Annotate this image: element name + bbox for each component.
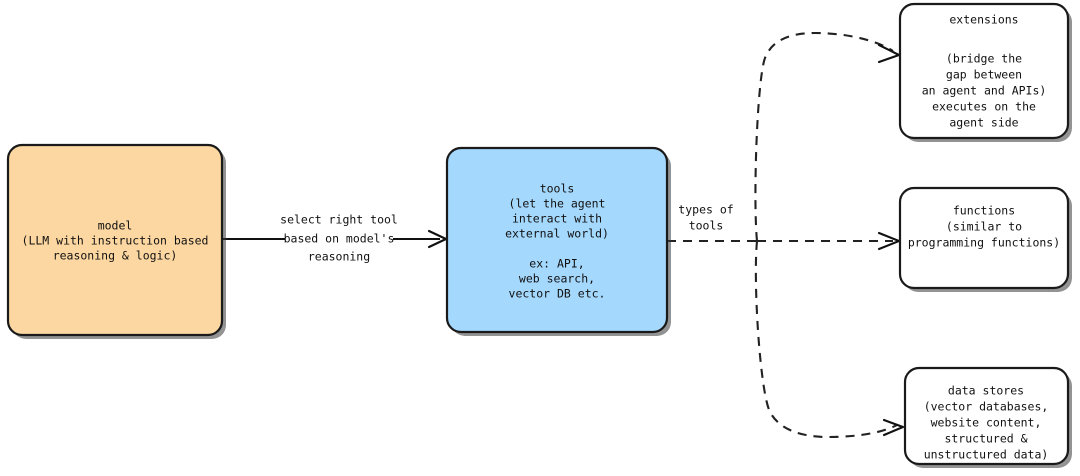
edge-model-to-tools-label: select right tool based on model's reaso… [280, 210, 398, 265]
extensions-node-line-2: (bridge the [946, 52, 1022, 66]
model-node-line-0: model [98, 219, 133, 233]
data-stores-node-line-1: (vector databases, [924, 400, 1049, 414]
tools-node-line-2: interact with [512, 212, 602, 226]
data-stores-node-line-3: structured & [944, 432, 1027, 446]
edge-types-label-bg [673, 200, 739, 233]
extensions-node-line-5: executes on the [932, 100, 1036, 114]
model-node[interactable]: model (LLM with instruction based reason… [6, 143, 226, 339]
extensions-node-shape [898, 2, 1070, 140]
edge-model-to-tools-label-line-1: based on model's [284, 232, 395, 246]
tools-node[interactable]: tools (let the agent interact with exter… [445, 146, 671, 336]
edge-label-bg-bottom [296, 248, 382, 265]
functions-node[interactable]: functions (similar to programming functi… [898, 186, 1072, 292]
data-stores-node-line-0: data stores [948, 384, 1024, 398]
edge-label-bg-mid [285, 231, 393, 247]
tools-node-line-1: (let the agent [509, 197, 606, 211]
edge-model-to-tools-label-line-2: reasoning [308, 250, 370, 264]
edge-tools-to-functions-label-line-0: types of [678, 203, 733, 217]
edge-model-to-tools-label-line-0: select right tool [280, 213, 398, 227]
edge-tools-to-extensions-arrowhead [877, 43, 901, 64]
edge-tools-to-extensions [754, 31, 901, 242]
functions-node-shape [898, 186, 1070, 290]
edge-tools-to-functions [757, 231, 901, 251]
functions-node-line-2: programming functions) [908, 236, 1060, 250]
data-stores-node-shape [903, 366, 1070, 466]
data-stores-node[interactable]: data stores (vector databases, website c… [903, 366, 1072, 468]
tools-node-line-3: external world) [505, 227, 609, 241]
edge-tools-to-data-stores-line [754, 240, 898, 439]
tools-node-line-7: vector DB etc. [509, 287, 606, 301]
tools-node-shape [445, 146, 669, 334]
edge-tools-to-functions-label: types of tools [673, 200, 739, 233]
edge-label-bg-top [282, 210, 397, 227]
extensions-node[interactable]: extensions (bridge the gap between an ag… [898, 2, 1072, 142]
extensions-node-line-3: gap between [946, 68, 1022, 82]
edge-tools-to-data-stores-arrowhead [882, 418, 905, 437]
functions-node-line-0: functions [953, 204, 1015, 218]
functions-node-line-1: (similar to [946, 220, 1022, 234]
model-node-shape [6, 143, 224, 337]
extensions-node-line-0: extensions [949, 13, 1018, 27]
data-stores-node-line-2: website content, [931, 416, 1042, 430]
model-node-line-1: (LLM with instruction based [22, 234, 209, 248]
extensions-node-line-4: an agent and APIs) [922, 84, 1047, 98]
edge-tools-to-functions-label-line-1: tools [689, 219, 724, 233]
tools-node-line-6: web search, [519, 272, 595, 286]
edge-tools-to-data-stores [754, 240, 905, 439]
edge-tools-to-extensions-line [754, 31, 894, 242]
edge-label-layer: select right tool based on model's reaso… [280, 200, 739, 265]
model-node-line-2: reasoning & logic) [53, 249, 178, 263]
data-stores-node-line-4: unstructured data) [924, 448, 1049, 462]
extensions-node-line-6: agent side [949, 116, 1018, 130]
tools-node-line-0: tools [540, 182, 575, 196]
tools-node-line-5: ex: API, [529, 257, 584, 271]
